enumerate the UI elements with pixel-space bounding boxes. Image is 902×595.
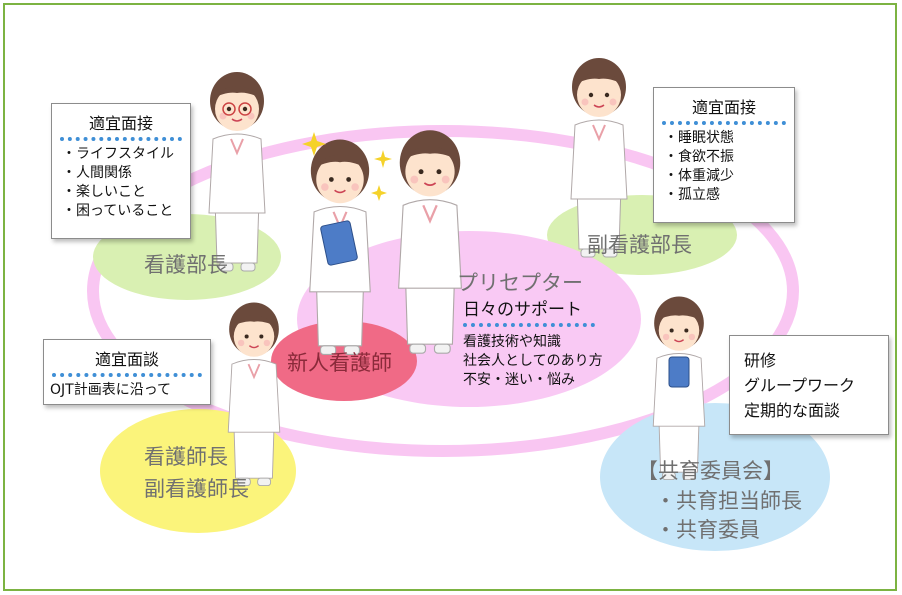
ward-talk-callout: 適宜面談 OJT計画表に沿って bbox=[43, 339, 211, 405]
ward-head-label-line2: 副看護師長 bbox=[144, 477, 249, 501]
support-item: 不安・迷い・悩み bbox=[463, 372, 575, 388]
committee-bubble bbox=[600, 403, 830, 551]
support-item: 看護技術や知識 bbox=[463, 334, 561, 350]
committee-member-2: ・共育委員 bbox=[655, 518, 760, 542]
committee-title: 【共育委員会】 bbox=[637, 459, 784, 483]
callout-item: ・睡眠状態 bbox=[664, 130, 734, 146]
diagram-art bbox=[87, 57, 830, 551]
activity-item: 研修 bbox=[744, 351, 777, 370]
callout-item: OJT計画表に沿って bbox=[50, 382, 171, 398]
committee-activities-callout: 研修 グループワーク 定期的な面談 bbox=[729, 335, 889, 435]
callout-item: ・体重減少 bbox=[664, 168, 734, 184]
new-nurse-bubble bbox=[271, 321, 417, 401]
callout-item: ・困っていること bbox=[62, 203, 174, 219]
callout-item: ・ライフスタイル bbox=[62, 146, 174, 162]
callout-dots bbox=[662, 121, 786, 125]
director-label: 看護部長 bbox=[144, 253, 228, 277]
preceptor-label: プリセプター bbox=[457, 271, 583, 295]
deputy-director-label: 副看護部長 bbox=[587, 233, 692, 257]
deputy-interview-callout: 適宜面接 ・睡眠状態 ・食欲不振 ・体重減少 ・孤立感 bbox=[653, 87, 795, 223]
activity-item: 定期的な面談 bbox=[744, 401, 841, 420]
callout-item: ・楽しいこと bbox=[62, 184, 146, 200]
callout-item: ・食欲不振 bbox=[664, 149, 734, 165]
callout-dots bbox=[52, 373, 202, 377]
callout-title: 適宜面談 bbox=[94, 350, 159, 369]
diagram-frame: 看護部長 副看護部長 看護師長 副看護師長 プリセプター 新人看護師 【共育委員… bbox=[3, 3, 897, 591]
ward-head-label-line1: 看護師長 bbox=[144, 445, 228, 469]
callout-title: 適宜面接 bbox=[691, 98, 756, 117]
daily-support-title: 日々のサポート bbox=[463, 300, 582, 320]
committee-member-1: ・共育担当師長 bbox=[655, 489, 802, 513]
callout-dots bbox=[60, 137, 182, 141]
daily-support-dots bbox=[463, 323, 595, 327]
relationship-ring bbox=[87, 125, 799, 457]
new-nurse-label: 新人看護師 bbox=[287, 351, 392, 375]
daily-support-block: 日々のサポート 看護技術や知識 社会人としてのあり方 不安・迷い・悩み bbox=[463, 299, 603, 390]
director-interview-callout: 適宜面接 ・ライフスタイル ・人間関係 ・楽しいこと ・困っていること bbox=[51, 103, 191, 239]
callout-title: 適宜面接 bbox=[88, 114, 153, 133]
callout-item: ・人間関係 bbox=[62, 165, 132, 181]
activity-item: グループワーク bbox=[744, 376, 856, 395]
support-item: 社会人としてのあり方 bbox=[463, 353, 603, 369]
callout-item: ・孤立感 bbox=[664, 187, 720, 203]
